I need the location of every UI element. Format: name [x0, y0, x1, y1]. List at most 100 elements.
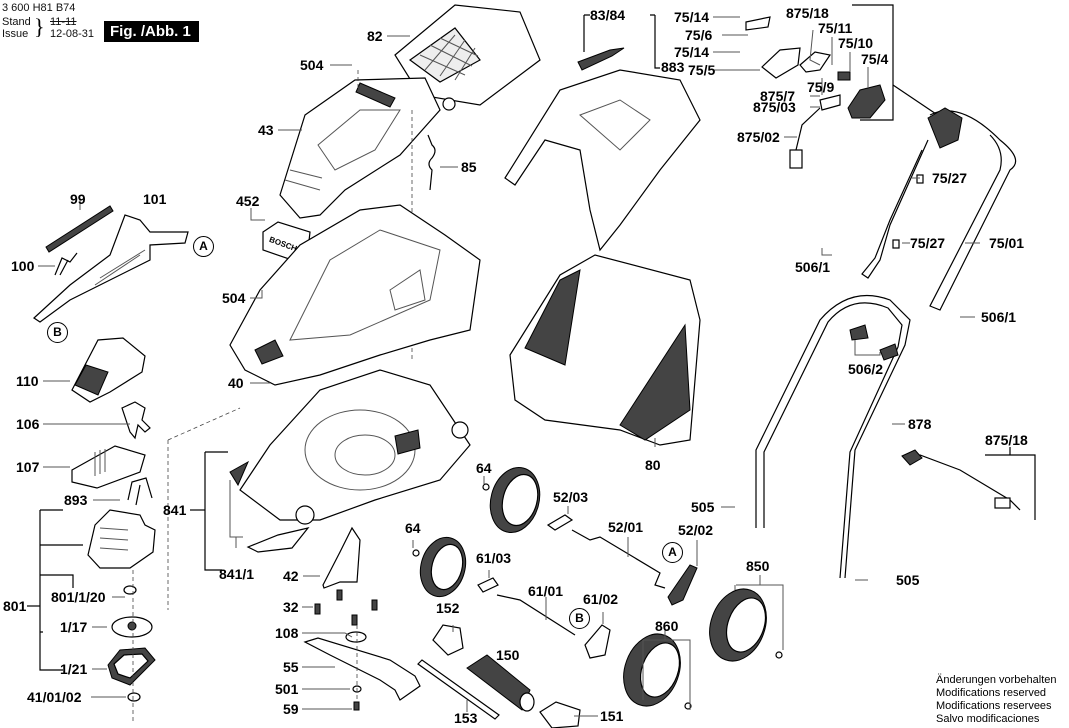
part-55-blade-drawing	[303, 637, 421, 701]
part-label-40: 40	[228, 375, 244, 391]
part-883-frame-drawing	[504, 69, 701, 252]
part-label-506-1: 506/1	[795, 259, 831, 275]
reference-marker-a: A	[193, 236, 214, 257]
document-number: 3 600 H81 B74	[2, 2, 76, 14]
part-label-107: 107	[16, 459, 40, 475]
part-label-82: 82	[367, 28, 383, 44]
part-506-2-knob-a	[849, 324, 869, 341]
part-878-handle-drawing	[755, 294, 911, 579]
part-101-lever-drawing	[33, 214, 189, 323]
part-label-83-84: 83/84	[590, 7, 626, 23]
part-label-150: 150	[496, 647, 520, 663]
part-801-motor-drawing	[87, 509, 156, 722]
part-64-wheel-upper-drawing	[482, 467, 541, 533]
figure-badge: Fig. /Abb. 1	[104, 21, 199, 42]
part-label-32: 32	[283, 599, 299, 615]
part-label-80: 80	[645, 457, 661, 473]
part-64-wheel-lower-drawing	[412, 536, 467, 598]
part-label-75-5: 75/5	[688, 62, 716, 78]
part-label-452: 452	[236, 193, 260, 209]
part-61-01-rod-drawing	[496, 594, 576, 636]
part-32-screws-drawing	[314, 589, 378, 626]
part-label-505: 505	[691, 499, 715, 515]
part-label-505: 505	[896, 572, 920, 588]
part-label-85: 85	[461, 159, 477, 175]
part-label-878: 878	[908, 416, 932, 432]
part-893-drawing	[127, 477, 153, 506]
part-label-75-6: 75/6	[685, 27, 713, 43]
part-label-151: 151	[600, 708, 624, 724]
part-61-02-drawing	[584, 624, 611, 659]
part-label-875-03: 875/03	[753, 99, 796, 115]
part-label-875-18: 875/18	[786, 5, 829, 21]
part-151-drawing	[539, 701, 581, 728]
part-52-03-drawing	[546, 514, 574, 531]
modifications-notice: Änderungen vorbehalten Modifications res…	[936, 674, 1056, 726]
part-label-55: 55	[283, 659, 299, 675]
part-85-spring-drawing	[427, 134, 436, 191]
part-75-01-handle-drawing	[861, 107, 1017, 311]
part-52-01-rod-drawing	[571, 529, 666, 589]
part-label-100: 100	[11, 258, 35, 274]
part-label-75-27: 75/27	[910, 235, 946, 251]
part-99-spring-drawing	[45, 205, 114, 253]
part-108-washer-drawing	[345, 631, 367, 643]
part-label-52-01: 52/01	[608, 519, 644, 535]
part-label-41-01-02: 41/01/02	[27, 689, 82, 705]
part-label-801-1-20: 801/1/20	[51, 589, 106, 605]
part-110-cover-drawing	[71, 337, 146, 403]
part-label-42: 42	[283, 568, 299, 584]
part-100-clip-drawing	[54, 252, 78, 276]
part-label-75-11: 75/11	[818, 20, 853, 36]
part-label-850: 850	[746, 558, 770, 574]
part-label-875-7: 875/7	[760, 88, 796, 104]
part-42-drawing	[322, 526, 361, 589]
part-850-wheel-drawing	[709, 588, 783, 662]
part-label-52-02: 52/02	[678, 522, 714, 538]
part-label-75-4: 75/4	[861, 51, 889, 67]
part-875-18-cable-drawing	[901, 449, 1021, 511]
brace-icon: }	[34, 14, 45, 39]
part-61-03-drawing	[477, 577, 499, 593]
part-label-59: 59	[283, 701, 299, 717]
part-label-106: 106	[16, 416, 40, 432]
part-label-61-01: 61/01	[528, 583, 564, 599]
part-83-84-drawing	[577, 47, 625, 71]
part-label-52-03: 52/03	[553, 489, 589, 505]
part-label-875-18: 875/18	[985, 432, 1028, 448]
part-label-152: 152	[436, 600, 460, 616]
part-label-504: 504	[222, 290, 246, 306]
part-107-base-drawing	[71, 445, 146, 489]
part-label-101: 101	[143, 191, 167, 207]
part-label-1-21: 1/21	[60, 661, 88, 677]
part-59-bolt-drawing	[353, 701, 360, 711]
reference-marker-b: B	[47, 322, 68, 343]
part-860-wheel-drawing	[623, 633, 692, 710]
part-label-110: 110	[16, 373, 39, 389]
part-label-883: 883	[661, 59, 685, 75]
part-506-2-knob-b	[879, 343, 899, 361]
part-153-rod-drawing	[417, 659, 500, 720]
part-label-841-1: 841/1	[219, 566, 255, 582]
part-label-108: 108	[275, 625, 299, 641]
part-label-64: 64	[476, 460, 492, 476]
part-40-housing-drawing	[229, 204, 481, 386]
part-label-75-01: 75/01	[989, 235, 1025, 251]
notice-line-es: Salvo modificaciones	[936, 713, 1040, 725]
reference-marker-b-lower: B	[569, 608, 590, 629]
part-841-bracket	[190, 451, 243, 571]
part-label-875-02: 875/02	[737, 129, 780, 145]
part-43-cover-drawing	[279, 77, 441, 219]
notice-line-de: Änderungen vorbehalten	[936, 674, 1057, 686]
part-label-43: 43	[258, 122, 274, 138]
part-label-841: 841	[163, 502, 187, 518]
issue-label: Issue	[2, 28, 29, 40]
notice-line-en: Modifications reserved	[936, 687, 1047, 699]
part-label-75-14: 75/14	[674, 9, 710, 25]
notice-line-fr: Modifications reservees	[936, 700, 1052, 712]
part-82-lid-drawing	[394, 4, 541, 111]
part-label-99: 99	[70, 191, 86, 207]
part-label-860: 860	[655, 618, 679, 634]
